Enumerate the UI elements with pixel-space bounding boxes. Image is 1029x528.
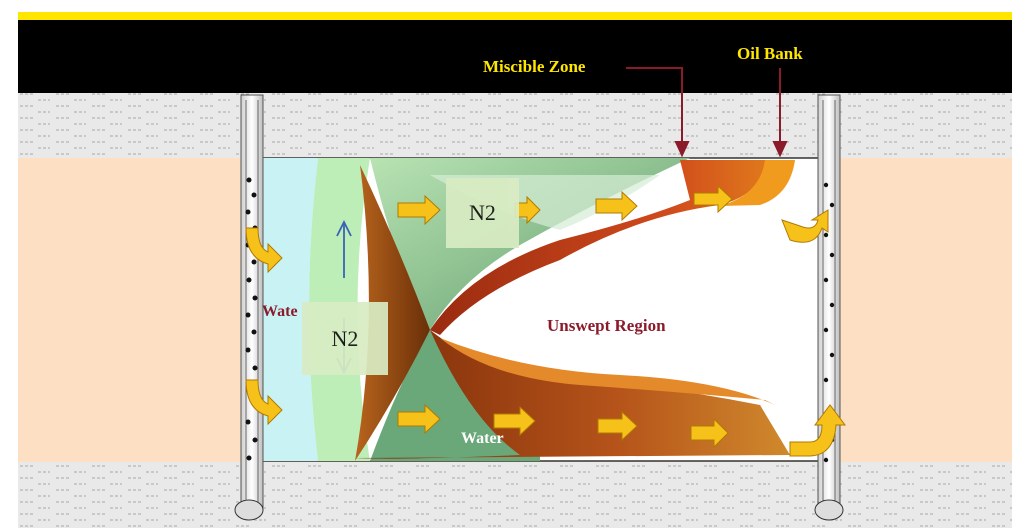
n2-left-box: N2 [302, 302, 388, 375]
n2-upper-box: N2 [446, 178, 519, 248]
water-zone [258, 158, 318, 461]
arrow-right-icon [595, 190, 638, 222]
curved-arrow-icon [245, 379, 283, 426]
water-left-label: Wate [262, 303, 298, 320]
top-black-band [18, 20, 1012, 93]
miscible-wedge [355, 165, 430, 461]
lower-miscible-band [355, 330, 790, 459]
production-well [814, 94, 844, 521]
upper-oil-bank [720, 160, 795, 206]
unswept-region-label: Unswept Region [547, 316, 666, 335]
arrow-right-icon [493, 405, 536, 437]
label-pointers [626, 67, 788, 158]
lower-orange-band [440, 338, 775, 405]
top-yellow-edge [18, 12, 1012, 20]
arrow-right-icon [397, 403, 441, 435]
curved-arrow-icon [789, 404, 846, 457]
arrow-right-icon [397, 194, 441, 226]
curved-arrow-icon [245, 227, 283, 274]
upper-miscible-band [430, 160, 770, 335]
n2-left-label: N2 [331, 325, 359, 351]
arrow-right-icon [693, 184, 733, 214]
arrow-right-icon [690, 417, 729, 449]
oil-bank-label: Oil Bank [737, 44, 803, 63]
n2-upper-label: N2 [469, 200, 496, 225]
flow-arrows [245, 184, 846, 457]
curved-arrow-icon [781, 209, 829, 243]
upper-shale-layer [18, 93, 1012, 158]
miscible-zone-label: Miscible Zone [483, 57, 586, 76]
arrow-right-icon [597, 410, 638, 442]
water-bottom-label: Water [461, 430, 504, 447]
lower-shale-layer [18, 462, 1012, 528]
